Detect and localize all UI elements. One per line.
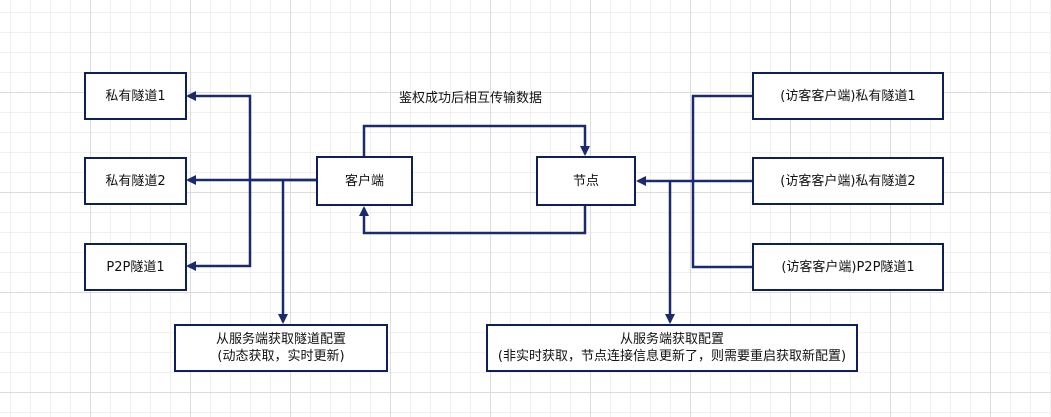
edge-label-auth-exchange: 鉴权成功后相互传输数据 [399,91,543,106]
edge-visitor-private-1-to-node [691,94,752,181]
client-config-box[interactable]: 从服务端获取隧道配置 (动态获取，实时更新) [174,324,388,372]
p2p-tunnel-1-box[interactable]: P2P隧道1 [84,243,187,291]
client-label: 客户端 [344,173,384,189]
edge-client-to-node [362,124,590,156]
node-box[interactable]: 节点 [536,156,636,206]
node-label: 节点 [572,173,599,189]
visitor-private-tunnel-2-label: (访客客户端)私有隧道2 [780,173,916,189]
private-tunnel-2-label: 私有隧道2 [105,173,166,189]
edge-client-to-p2p-tunnel-1 [186,180,252,271]
edge-visitor-p2p-1-to-node [691,181,752,269]
visitor-private-tunnel-1-box[interactable]: (访客客户端)私有隧道1 [752,72,944,120]
visitor-p2p-tunnel-1-box[interactable]: (访客客户端)P2P隧道1 [752,243,944,291]
client-box[interactable]: 客户端 [316,156,413,206]
visitor-private-tunnel-2-box[interactable]: (访客客户端)私有隧道2 [752,157,944,205]
edge-client-to-private-tunnel-1 [186,91,316,182]
client-config-line-2: (动态获取，实时更新) [217,349,345,364]
private-tunnel-2-box[interactable]: 私有隧道2 [84,157,187,205]
p2p-tunnel-1-label: P2P隧道1 [106,259,165,275]
node-config-line-1: 从服务端获取配置 [619,332,724,347]
visitor-private-tunnel-1-label: (访客客户端)私有隧道1 [780,88,916,104]
visitor-p2p-tunnel-1-label: (访客客户端)P2P隧道1 [781,259,915,275]
private-tunnel-1-box[interactable]: 私有隧道1 [84,72,187,120]
node-config-line-2: (非实时获取，节点连接信息更新了，则需要重启获取新配置) [497,349,847,364]
client-config-line-1: 从服务端获取隧道配置 [215,332,346,347]
private-tunnel-1-label: 私有隧道1 [105,88,166,104]
edge-node-to-client [359,206,587,235]
node-config-box[interactable]: 从服务端获取配置 (非实时获取，节点连接信息更新了，则需要重启获取新配置) [486,324,858,372]
